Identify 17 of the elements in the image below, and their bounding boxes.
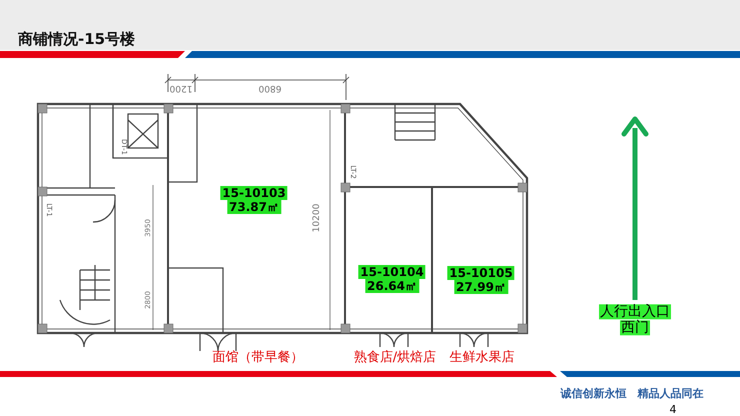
shop-type-label: 面馆（带早餐） — [212, 350, 304, 366]
dimension-label: 6800 — [258, 82, 282, 92]
page-title: 商铺情况-15号楼 — [18, 30, 136, 49]
slogan-text: 诚信创新永恒 精品人品同在 — [560, 388, 704, 400]
shop-type-label: 生鲜水果店 — [450, 350, 514, 366]
shop-type-label: 熟食店/烘焙店 — [354, 350, 436, 366]
unit-number: 15-10104 — [358, 265, 426, 279]
unit-area: 73.87㎡ — [227, 200, 281, 214]
entrance-label: 西门 — [620, 320, 650, 336]
unit-area: 27.99㎡ — [454, 280, 508, 294]
unit-number: 15-10103 — [220, 186, 288, 200]
unit-area: 26.64㎡ — [365, 279, 419, 293]
entrance-label: 人行出入口 — [599, 304, 671, 320]
unit-number: 15-10105 — [447, 266, 515, 280]
dimension-label: 10200 — [313, 204, 323, 232]
page-number: 4 — [670, 404, 676, 416]
dimension-label: 1200 — [170, 82, 192, 92]
